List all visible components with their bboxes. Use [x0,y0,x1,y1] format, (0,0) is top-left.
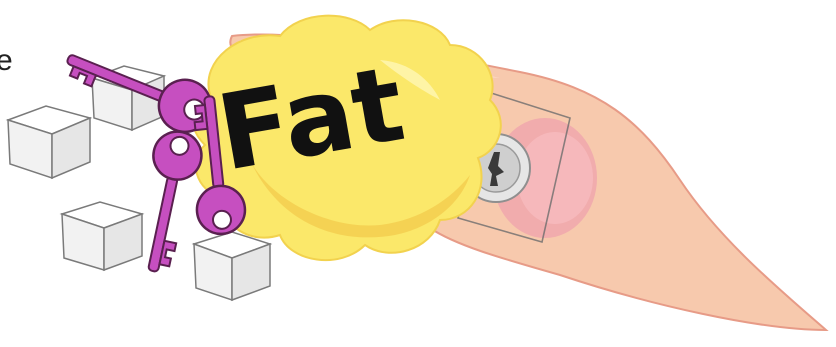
sugar-cube-icon [8,106,90,178]
sugar-cube-icon [194,232,270,300]
sugar-cube-icon [62,202,142,270]
edge-text-fragment: e [0,44,13,77]
